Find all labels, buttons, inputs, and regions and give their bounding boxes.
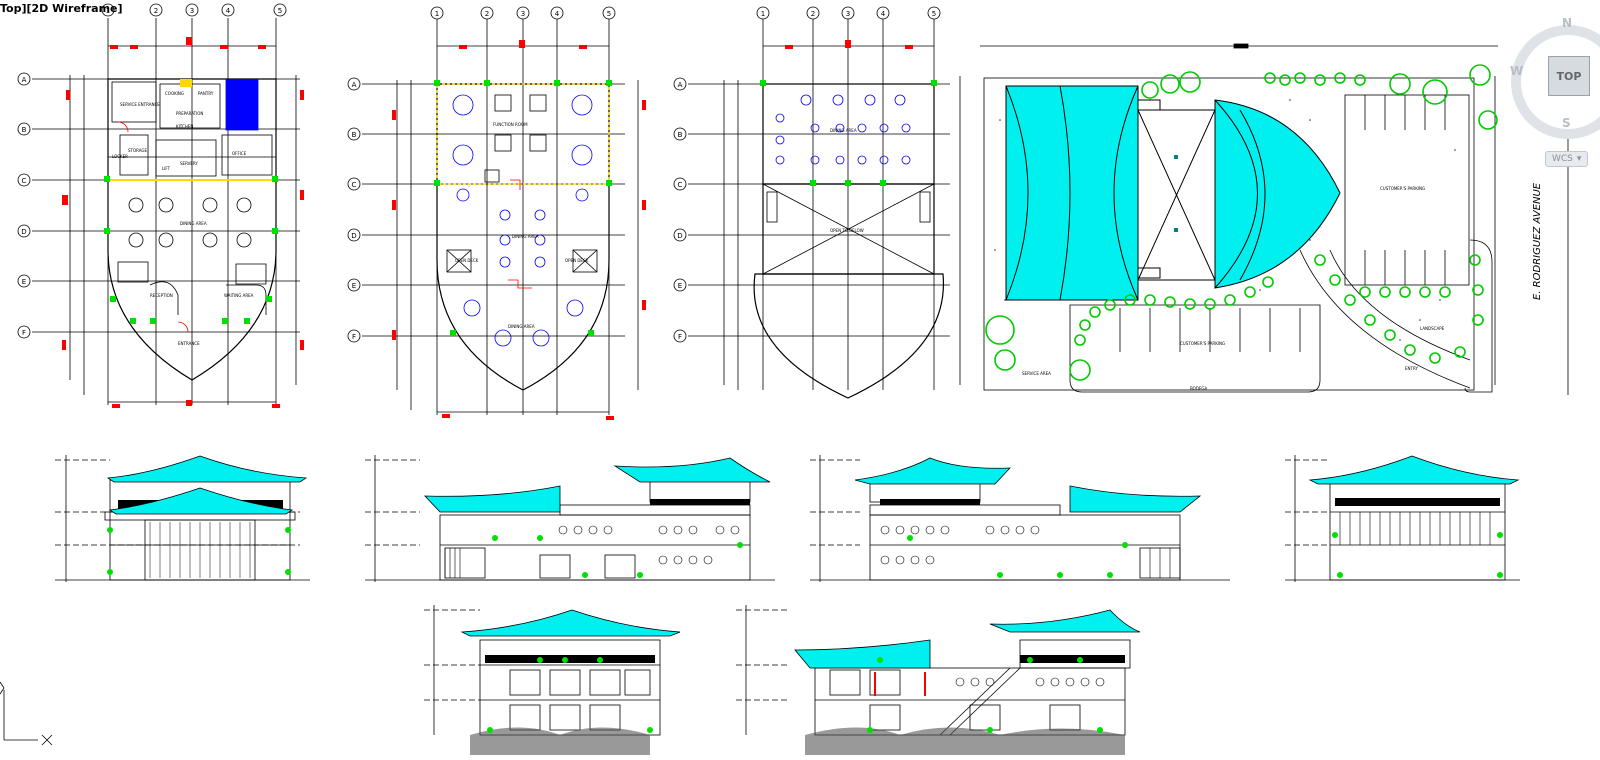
svg-text:OPEN TO BELOW: OPEN TO BELOW xyxy=(830,228,864,233)
grid-col-label: 2 xyxy=(811,10,815,18)
grid-bubbles xyxy=(17,3,941,343)
grid-col-label: 2 xyxy=(485,10,489,18)
svg-text:STORAGE: STORAGE xyxy=(128,148,148,153)
compass-west[interactable]: W xyxy=(1510,64,1524,78)
grid-col-label: 3 xyxy=(521,10,525,18)
street-name: E. RODRIGUEZ AVENUE xyxy=(1532,182,1543,300)
grid-row-label: D xyxy=(351,232,356,240)
svg-text:LIFT: LIFT xyxy=(162,166,171,171)
svg-text:KITCHEN: KITCHEN xyxy=(176,124,193,129)
grid-col-label: 2 xyxy=(154,7,158,15)
svg-text:RECEPTION: RECEPTION xyxy=(150,293,173,298)
svg-text:DINING AREA: DINING AREA xyxy=(180,221,207,226)
svg-text:DINING AREA: DINING AREA xyxy=(508,324,535,329)
svg-text:COOKING: COOKING xyxy=(165,91,184,96)
svg-text:OPEN DECK: OPEN DECK xyxy=(455,258,479,263)
svg-text:FUNCTION ROOM: FUNCTION ROOM xyxy=(493,122,528,127)
viewport-label[interactable]: Top][2D Wireframe] xyxy=(0,2,123,15)
grid-row-label: F xyxy=(352,333,356,341)
svg-text:SERVERY: SERVERY xyxy=(180,161,198,166)
wcs-menu[interactable]: WCS ▾ xyxy=(1545,151,1589,167)
grid-row-label: F xyxy=(678,333,682,341)
grid-row-label: C xyxy=(678,181,683,189)
svg-text:ENTRY: ENTRY xyxy=(1405,366,1418,371)
grid-col-label: 3 xyxy=(846,10,850,18)
second-floor-plan xyxy=(362,18,639,415)
wcs-label: WCS xyxy=(1552,154,1573,164)
svg-text:WAITING AREA: WAITING AREA xyxy=(224,293,254,298)
grid-row-label: D xyxy=(21,228,26,236)
grid-row-label: C xyxy=(22,177,27,185)
grid-row-label: E xyxy=(22,278,26,286)
svg-text:OFFICE: OFFICE xyxy=(232,151,247,156)
ground-floor-plan xyxy=(32,18,300,405)
second-floor-markers: FUNCTION ROOM DINING AREA OPEN DECK OPEN… xyxy=(392,40,646,420)
elevation-right xyxy=(365,455,775,582)
roof-deck-plan xyxy=(688,18,950,399)
chevron-down-icon: ▾ xyxy=(1576,154,1582,164)
section-b xyxy=(736,605,1141,755)
grid-col-label: 5 xyxy=(932,10,936,18)
grid-row-label: B xyxy=(352,131,357,139)
site-plan: CUSTOMER'S PARKING CUSTOMER'S PARKING SE… xyxy=(959,43,1569,395)
section-a xyxy=(424,605,681,755)
svg-text:DINING AREA: DINING AREA xyxy=(512,234,539,239)
compass-north[interactable]: N xyxy=(1562,16,1573,30)
grid-col-label: 4 xyxy=(881,10,886,18)
svg-text:OPEN DECK: OPEN DECK xyxy=(565,258,589,263)
elevation-front xyxy=(55,455,310,582)
roof-deck-markers: DINING AREA OPEN TO BELOW xyxy=(760,40,937,233)
grid-bubble-labels: 1 2 3 4 5 1 2 3 4 5 1 2 3 4 5 A B C D E … xyxy=(21,7,936,341)
svg-text:DINING AREA: DINING AREA xyxy=(830,128,857,133)
grid-col-label: 1 xyxy=(435,10,439,18)
grid-col-label: 5 xyxy=(278,7,282,15)
grid-row-label: E xyxy=(678,282,682,290)
grid-row-label: A xyxy=(678,81,683,89)
svg-text:PANTRY: PANTRY xyxy=(198,91,214,96)
grid-row-label: A xyxy=(22,76,27,84)
grid-row-label: F xyxy=(22,329,26,337)
ucs-icon xyxy=(0,681,53,746)
svg-text:SERVICE AREA: SERVICE AREA xyxy=(1022,371,1051,376)
svg-text:LANDSCAPE: LANDSCAPE xyxy=(1420,326,1445,331)
elevation-left xyxy=(810,455,1230,582)
svg-text:CUSTOMER'S PARKING: CUSTOMER'S PARKING xyxy=(1380,186,1425,191)
grid-row-label: E xyxy=(352,282,356,290)
viewport-view-control[interactable]: Top][2D Wireframe] xyxy=(0,2,123,15)
svg-text:ENTRANCE: ENTRANCE xyxy=(178,341,200,346)
viewcube[interactable] xyxy=(1488,10,1600,180)
grid-row-label: B xyxy=(22,126,27,134)
grid-row-label: D xyxy=(677,232,682,240)
viewcube-ring xyxy=(1511,25,1600,139)
grid-col-label: 1 xyxy=(106,7,110,15)
ground-floor-markers: SERVICE ENTRANCE COOKING PANTRY PREPARAT… xyxy=(62,37,304,408)
elevation-rear xyxy=(1285,455,1520,582)
grid-col-label: 4 xyxy=(226,7,231,15)
compass-south[interactable]: S xyxy=(1562,116,1571,130)
grid-col-label: 1 xyxy=(761,10,765,18)
grid-col-label: 5 xyxy=(607,10,611,18)
svg-text:SERVICE ENTRANCE: SERVICE ENTRANCE xyxy=(120,102,160,107)
svg-text:PREPARATION: PREPARATION xyxy=(176,111,203,116)
grid-row-label: A xyxy=(352,81,357,89)
grid-row-label: C xyxy=(352,181,357,189)
viewcube-top-face[interactable]: TOP xyxy=(1548,56,1590,96)
svg-text:LOCKER: LOCKER xyxy=(112,154,128,159)
grid-row-label: B xyxy=(678,131,683,139)
grid-col-label: 4 xyxy=(555,10,560,18)
svg-text:BODEGA: BODEGA xyxy=(1190,386,1208,391)
svg-text:CUSTOMER'S PARKING: CUSTOMER'S PARKING xyxy=(1180,341,1225,346)
grid-col-label: 3 xyxy=(190,7,194,15)
